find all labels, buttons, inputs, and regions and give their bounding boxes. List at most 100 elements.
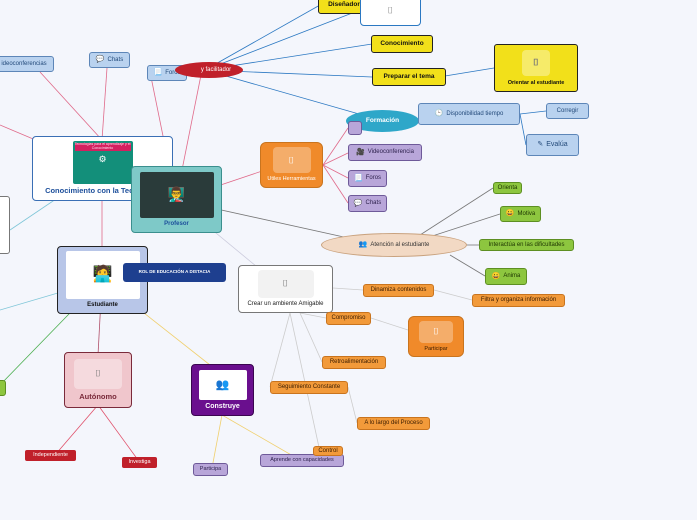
anima-node[interactable]: 😀 Anima bbox=[485, 268, 527, 285]
videoconferencia-node[interactable]: 🎥 Videoconferencia bbox=[348, 144, 422, 161]
profesor-label: Profesor bbox=[164, 220, 189, 227]
rol-banner-text: ROL DE EDUCACIÓN A DISTACIA bbox=[138, 269, 211, 275]
formacion-node[interactable]: Formación bbox=[346, 110, 419, 132]
orientar-node[interactable]: ⌷ Orientar al estudiante bbox=[494, 44, 578, 92]
orienta-node[interactable]: Orienta bbox=[493, 182, 522, 194]
construye-label: Construye bbox=[205, 402, 240, 410]
corregir-node[interactable]: Corregir bbox=[546, 103, 589, 119]
chat-icon: 💬 bbox=[353, 199, 363, 207]
chats-node[interactable]: 💬 Chats bbox=[348, 195, 387, 212]
videoconferencias-label: ideoconferencias bbox=[1, 60, 47, 67]
chats-label-2: Chats bbox=[365, 200, 382, 207]
clock-icon: 🕒 bbox=[434, 110, 444, 118]
seguimiento-label: Seguimiento Constante bbox=[277, 384, 341, 391]
disenador-label: Diseñador bbox=[328, 1, 360, 9]
partial-white-node[interactable] bbox=[0, 196, 10, 254]
chat-icon: 💬 bbox=[95, 56, 105, 64]
dinamiza-label: Dinamiza contenidos bbox=[370, 287, 427, 294]
participar-label: Participar bbox=[424, 345, 448, 352]
camera-icon: ⌷ bbox=[272, 147, 311, 174]
guia-facilitador-node[interactable]: y facilitador bbox=[175, 62, 243, 78]
estudiante-label: Estudiante bbox=[87, 302, 118, 309]
forum-icon: 📃 bbox=[153, 69, 163, 77]
chats-node-top[interactable]: 💬 Chats bbox=[89, 52, 130, 68]
foros-label: Foros bbox=[165, 69, 181, 76]
evalua-node[interactable]: ✎ Evalúa bbox=[526, 134, 579, 156]
edit-icon: ✎ bbox=[537, 141, 544, 149]
ambiente-label: Crear un ambiente Amigable bbox=[247, 301, 324, 308]
construye-node[interactable]: 👥 Construye bbox=[191, 364, 254, 416]
atencion-label: Atención al estudiante bbox=[370, 241, 430, 248]
camera-icon: ⌷ bbox=[387, 5, 394, 16]
aprende-label: Aprende con capacidades bbox=[270, 457, 334, 464]
seguimiento-node[interactable]: Seguimiento Constante bbox=[270, 381, 348, 394]
interactua-node[interactable]: Interactúa en las dificultades bbox=[479, 239, 574, 251]
videoconferencias-partial-node[interactable]: ideoconferencias bbox=[0, 56, 54, 72]
proceso-node[interactable]: A lo largo del Proceso bbox=[357, 417, 430, 430]
aprende-node[interactable]: Aprende con capacidades bbox=[260, 454, 344, 467]
forum-icon: 📃 bbox=[353, 174, 363, 182]
smile-icon: 😀 bbox=[491, 272, 501, 280]
compromiso-label: Compromiso bbox=[331, 315, 366, 322]
investiga-node[interactable]: Investiga bbox=[122, 457, 157, 468]
participar-node[interactable]: ⌷ Participar bbox=[408, 316, 464, 357]
center-title: Conocimiento con la Tecnología bbox=[45, 186, 160, 196]
chats-label: Chats bbox=[107, 56, 124, 63]
foros-node[interactable]: 📃 Foros bbox=[348, 170, 387, 187]
filtra-node[interactable]: Filtra y organiza información bbox=[472, 294, 565, 307]
tech-image: Tecnologías para el aprendizaje y el Con… bbox=[72, 141, 133, 185]
camera-icon: ⌷ bbox=[522, 49, 550, 76]
tech-image-caption: Tecnologías para el aprendizaje y el Con… bbox=[74, 142, 131, 152]
ambiente-node[interactable]: ⌷ Crear un ambiente Amigable bbox=[238, 265, 333, 313]
foros-label-2: Foros bbox=[365, 175, 382, 182]
autonomo-node[interactable]: ⌷ Autónomo bbox=[64, 352, 132, 408]
preparar-tema-label: Preparar el tema bbox=[383, 73, 435, 81]
conocimiento-label: Conocimiento bbox=[380, 40, 424, 48]
orientar-label: Orientar al estudiante bbox=[507, 79, 565, 86]
independiente-node[interactable]: Independiente bbox=[25, 450, 76, 461]
investiga-label: Investiga bbox=[128, 459, 151, 466]
people-image: 👥 bbox=[198, 369, 247, 400]
camera-icon: ⌷ bbox=[419, 320, 453, 343]
camera-icon: ⌷ bbox=[74, 358, 122, 389]
motiva-node[interactable]: 😀 Motiva bbox=[500, 206, 541, 222]
profesor-node[interactable]: 👨‍🏫 Profesor bbox=[131, 166, 222, 233]
camera-icon: ⌷ bbox=[257, 270, 314, 299]
compromiso-node[interactable]: Compromiso bbox=[326, 312, 371, 325]
evalua-label: Evalúa bbox=[546, 141, 568, 149]
proceso-label: A lo largo del Proceso bbox=[364, 420, 423, 427]
autonomo-label: Autónomo bbox=[79, 391, 117, 401]
disponibilidad-label: Disponibilidad tiempo bbox=[446, 110, 504, 117]
video-icon: 🎥 bbox=[356, 148, 365, 156]
participa-node[interactable]: Participa bbox=[193, 463, 228, 476]
rol-banner: ROL DE EDUCACIÓN A DISTACIA bbox=[123, 263, 226, 282]
control-label: Control bbox=[318, 447, 338, 454]
herramientas-node[interactable]: ⌷ Utiles Herramientas bbox=[260, 142, 323, 188]
orienta-label: Orienta bbox=[497, 184, 518, 191]
filtra-label: Filtra y organiza información bbox=[480, 297, 557, 304]
hidden-purple-node[interactable] bbox=[348, 121, 362, 135]
retroalimentacion-label: Retroalimentación bbox=[329, 359, 379, 366]
teacher-image: 👨‍🏫 bbox=[139, 171, 214, 218]
motiva-label: Motiva bbox=[517, 210, 536, 217]
corregir-label: Corregir bbox=[556, 107, 579, 114]
retroalimentacion-node[interactable]: Retroalimentación bbox=[322, 356, 386, 369]
partial-green-node[interactable] bbox=[0, 380, 6, 396]
herramientas-label: Utiles Herramientas bbox=[267, 176, 316, 183]
independiente-label: Independiente bbox=[33, 452, 68, 459]
preparar-tema-node[interactable]: Preparar el tema bbox=[372, 68, 446, 86]
conocimiento-node[interactable]: Conocimiento bbox=[371, 35, 433, 53]
atencion-node[interactable]: 👥 Atención al estudiante bbox=[321, 233, 467, 257]
participa-label: Participa bbox=[199, 466, 222, 473]
network-icon: ⚙ bbox=[98, 154, 107, 165]
smile-icon: 😀 bbox=[505, 210, 515, 218]
image-node-top[interactable]: ⌷ bbox=[360, 0, 421, 26]
anima-label: Anima bbox=[503, 273, 521, 280]
videoconferencia-label: Videoconferencia bbox=[367, 149, 414, 156]
dinamiza-node[interactable]: Dinamiza contenidos bbox=[363, 284, 434, 297]
control-node[interactable]: Control bbox=[313, 446, 343, 456]
disponibilidad-node[interactable]: 🕒 Disponibilidad tiempo bbox=[418, 103, 520, 125]
interactua-label: Interactúa en las dificultades bbox=[488, 241, 565, 248]
person-icon: 👥 bbox=[358, 241, 368, 249]
guia-label: y facilitador bbox=[200, 66, 232, 73]
